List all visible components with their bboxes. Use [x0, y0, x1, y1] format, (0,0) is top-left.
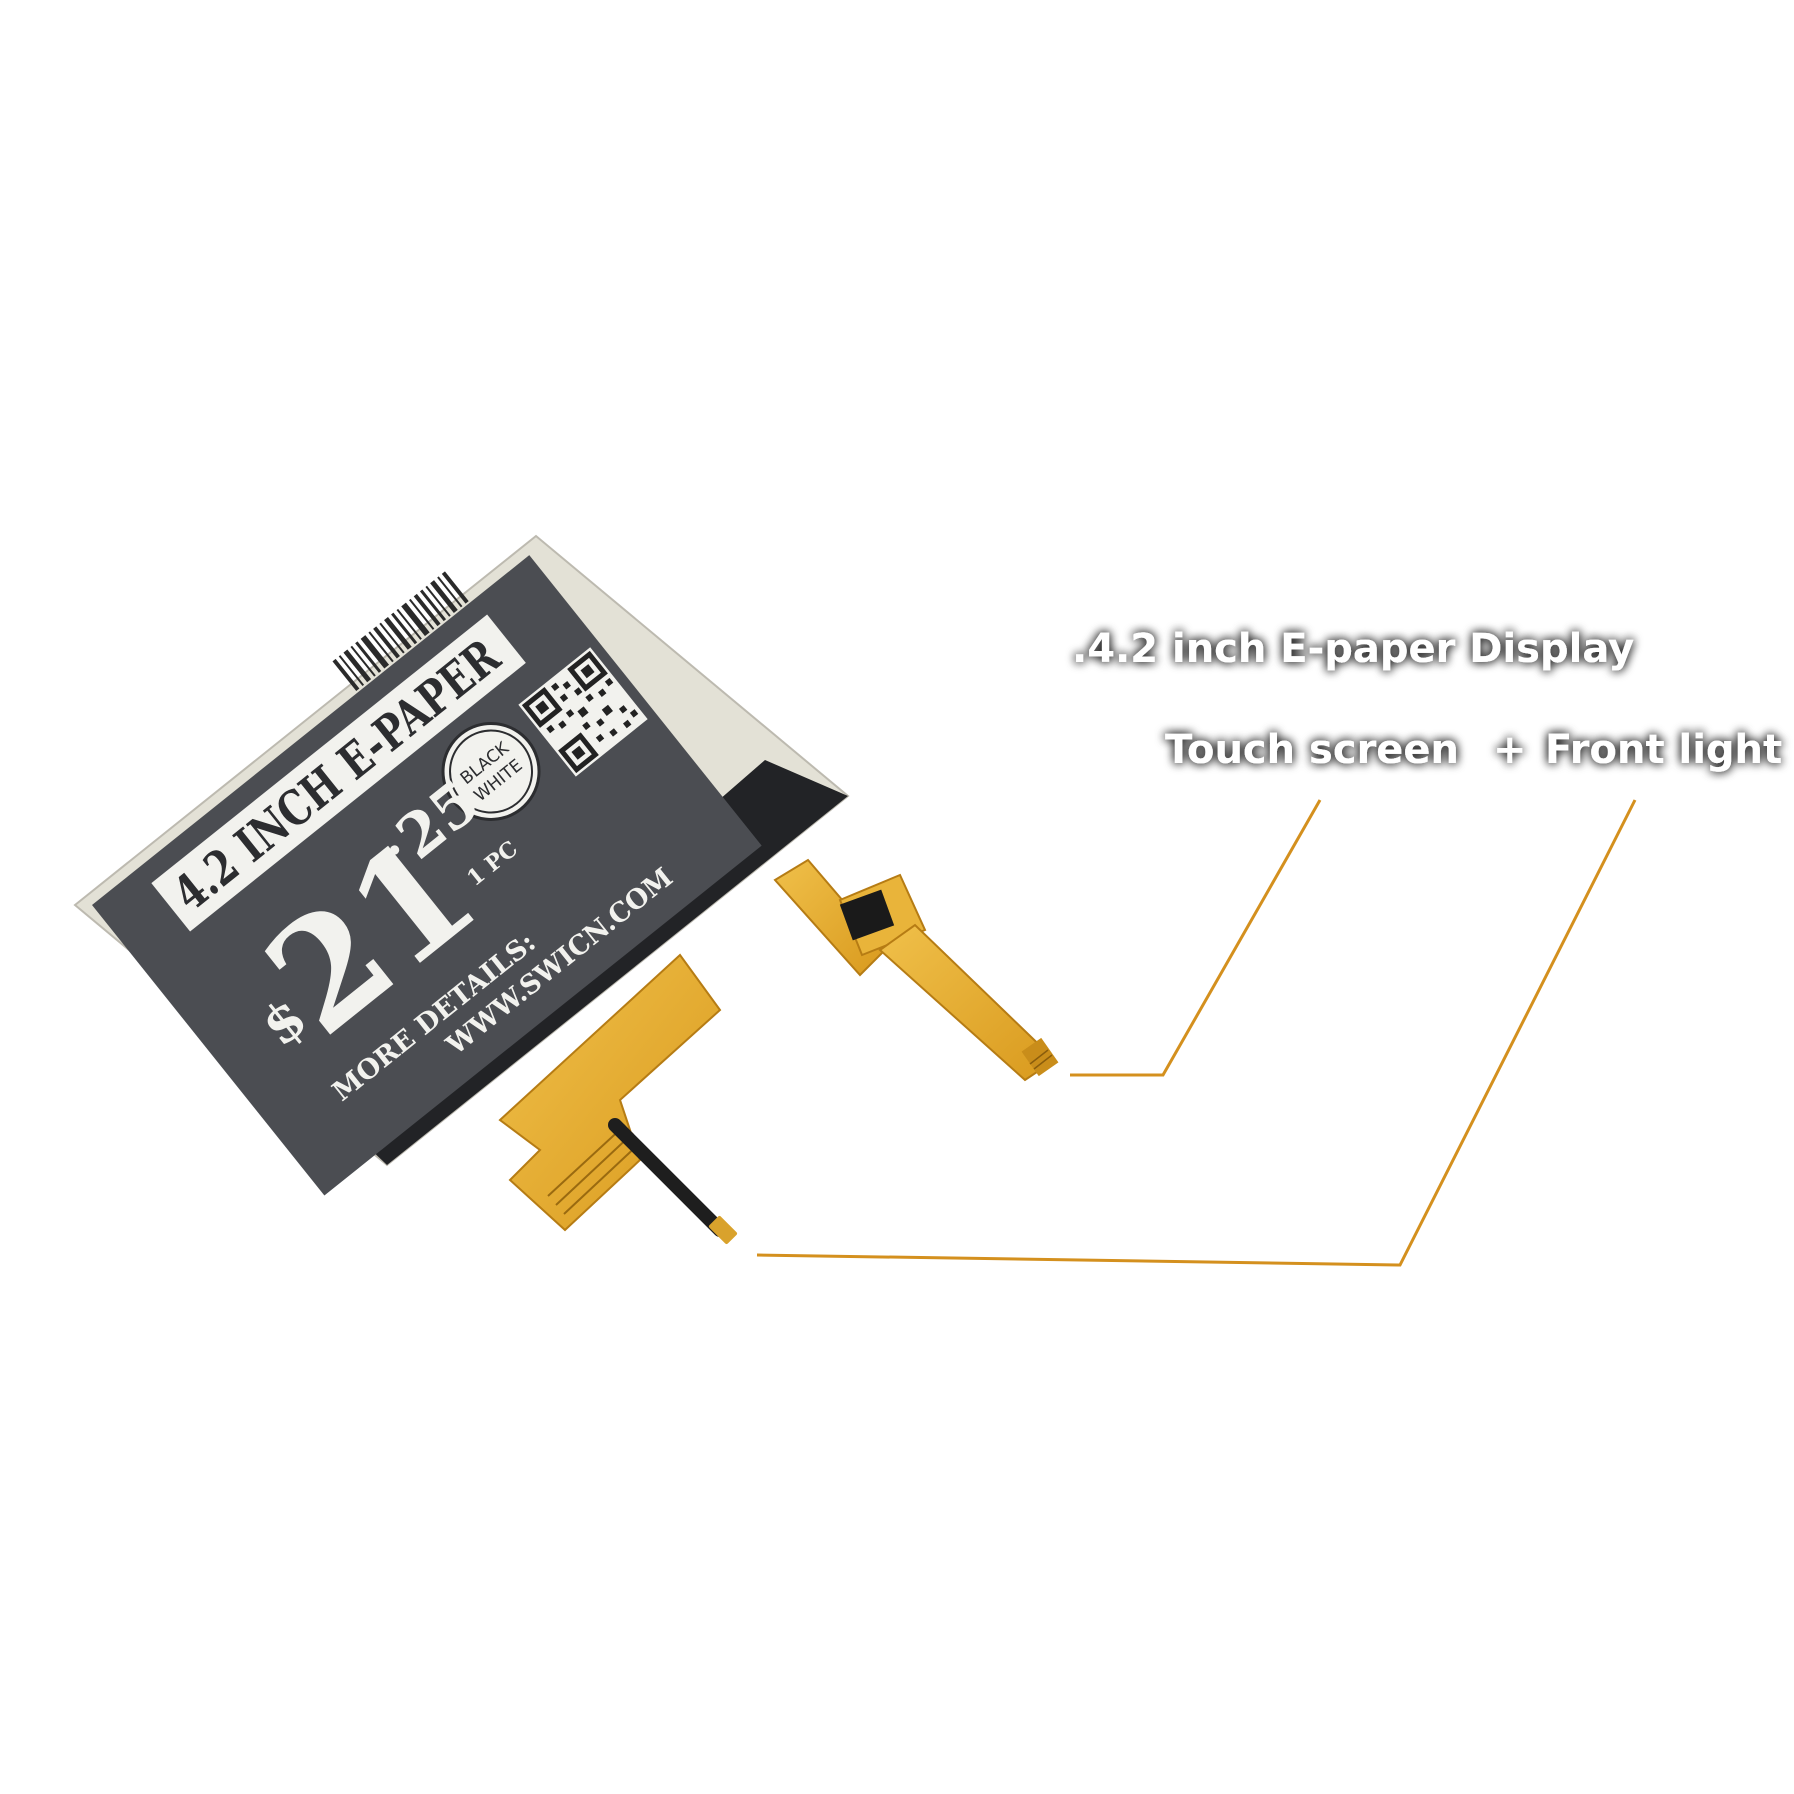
screen-header-band	[151, 614, 526, 932]
front-light-label: Front light	[1545, 727, 1782, 773]
front-light-leader	[756, 799, 1637, 1267]
display-label: .4.2 inch E-paper Display	[1072, 626, 1634, 672]
qr-code	[518, 647, 648, 777]
front-light-cable	[608, 1118, 738, 1245]
touch-screen-label: Touch screen	[1165, 727, 1459, 773]
epaper-module: 4.2 INCH E-PAPER BLACK WHITE	[73, 534, 850, 1196]
screen-content: 4.2 INCH E-PAPER BLACK WHITE	[92, 555, 762, 1196]
callout-labels: .4.2 inch E-paper Display Touch screen +…	[1072, 626, 1782, 773]
leader-lines	[756, 799, 1637, 1267]
fpc-cables	[498, 858, 1059, 1245]
main-fpc-cable	[498, 953, 722, 1232]
barcode	[332, 571, 469, 692]
color-badge: BLACK WHITE	[441, 721, 541, 821]
plus-label: +	[1493, 727, 1527, 773]
touch-screen-leader	[1070, 799, 1322, 1077]
main-fpc-connector	[547, 1124, 642, 1215]
touch-fpc-cable	[773, 858, 1059, 1082]
touch-controller-chip	[839, 889, 895, 941]
